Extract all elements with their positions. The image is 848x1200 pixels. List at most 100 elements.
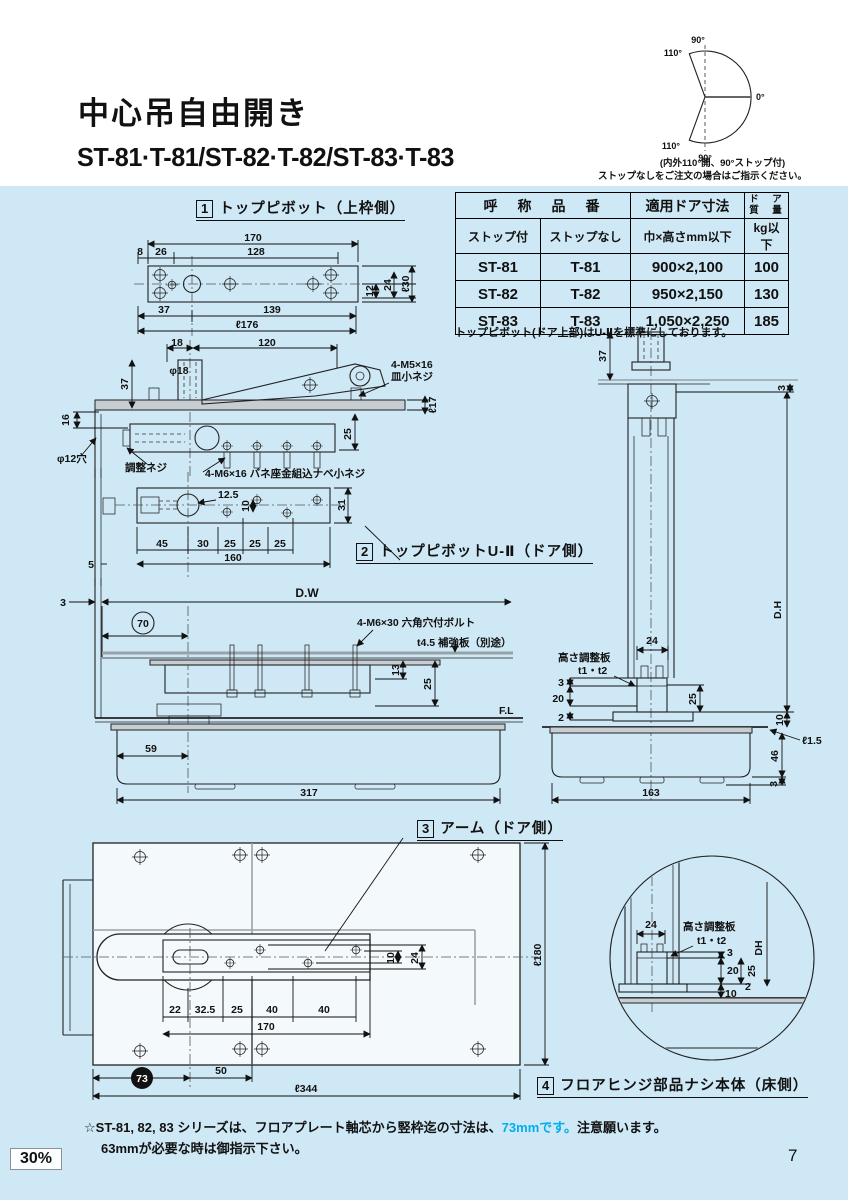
dim-label: 4-M6×30 六角穴付ボルト bbox=[357, 616, 475, 629]
arm-plan-drawing: 10 24 22 32.5 25 40 40 170 ℓ180 73 50 ℓ3… bbox=[62, 837, 549, 1100]
cell-without-stop: T-83 bbox=[540, 307, 631, 335]
dim-label: 139 bbox=[263, 304, 281, 316]
top-pivot-side-drawing: 18 120 φ18 37 16 φ12穴 4-M5×16 皿小ネジ ℓ17 2… bbox=[57, 337, 439, 480]
door-elevation-drawing: 37 3 D.H 24 高さ調整板 t1・t2 3 20 2 25 bbox=[542, 330, 822, 804]
dim-label: ℓ1.5 bbox=[802, 735, 822, 747]
dim-label: 4-M5×16 bbox=[391, 359, 433, 371]
dim-label: ℓ30 bbox=[400, 275, 412, 292]
dim-label: 25 bbox=[687, 693, 699, 705]
dim-label: 20 bbox=[727, 965, 739, 977]
page-title: 中心吊自由開き bbox=[78, 96, 309, 131]
cell-size: 900×2,100 bbox=[630, 253, 745, 281]
header-part-number: 呼 称 品 番 bbox=[455, 192, 631, 219]
dim-label: φ12穴 bbox=[57, 452, 87, 465]
section-2-text: トップピボットU-Ⅱ（ドア側） bbox=[379, 544, 594, 560]
dim-label: 30 bbox=[197, 538, 209, 550]
footnote-line1: ☆ST-81, 82, 83 シリーズは、フロアプレート軸芯から竪枠迄の寸法は、… bbox=[84, 1117, 667, 1138]
dim-label: 18 bbox=[171, 337, 183, 349]
angle-right: 0° bbox=[756, 92, 765, 102]
dim-label: 170 bbox=[257, 1021, 275, 1033]
subheader-mass: kg以下 bbox=[744, 218, 789, 254]
dim-label: 25 bbox=[224, 538, 236, 550]
dim-label: 22 bbox=[169, 1004, 181, 1016]
page-number: 7 bbox=[788, 1146, 798, 1165]
dim-label: t1・t2 bbox=[697, 935, 726, 947]
dim-label: 40 bbox=[318, 1004, 330, 1016]
dim-label: 5 bbox=[88, 559, 94, 571]
dim-label: 8 bbox=[137, 246, 143, 258]
dim-label: 24 bbox=[382, 279, 394, 291]
scale-badge: 30% bbox=[10, 1148, 63, 1170]
table-row: ST-82 T-82 950×2,150 130 bbox=[455, 280, 789, 308]
dim-label: 10 bbox=[240, 500, 252, 512]
angle-lower-left: 110° bbox=[662, 141, 681, 151]
cell-with-stop: ST-82 bbox=[455, 280, 541, 308]
subheader-without-stop: ストップなし bbox=[540, 218, 631, 254]
section-4-number: 4 bbox=[537, 1077, 555, 1095]
dim-label: 10 bbox=[774, 714, 786, 726]
dim-label: 24 bbox=[409, 952, 421, 964]
dim-label: 10 bbox=[385, 952, 397, 964]
dim-label: DH bbox=[753, 940, 765, 955]
section-2-label: 2 トップピボットU-Ⅱ（ドア側） bbox=[356, 540, 594, 564]
cell-without-stop: T-82 bbox=[540, 280, 631, 308]
dim-label: 12 bbox=[364, 285, 376, 297]
dim-label: 25 bbox=[342, 428, 354, 440]
table-row: ST-81 T-81 900×2,100 100 bbox=[455, 253, 789, 281]
dim-label: 3 bbox=[768, 781, 780, 787]
dim-label: D.W bbox=[295, 586, 319, 600]
dim-label: 120 bbox=[258, 337, 276, 349]
highlighted-dim-circle bbox=[131, 1067, 153, 1089]
dim-label: 45 bbox=[156, 538, 168, 550]
dim-label: 170 bbox=[244, 232, 262, 244]
dim-label: 37 bbox=[119, 378, 131, 390]
section-4-text: フロアヒンジ部品ナシ本体（床側） bbox=[560, 1078, 809, 1094]
dim-label: ℓ344 bbox=[295, 1083, 318, 1095]
dim-label: 高さ調整板 bbox=[558, 651, 611, 664]
model-numbers: ST-81·T-81/ST-82·T-82/ST-83·T-83 bbox=[77, 142, 454, 172]
dim-label: 3 bbox=[558, 677, 564, 689]
cell-mass: 185 bbox=[744, 307, 789, 335]
dim-label: 10 bbox=[725, 988, 737, 1000]
angle-top: 90° bbox=[691, 35, 705, 45]
dim-label: 24 bbox=[645, 919, 657, 931]
dim-label: 317 bbox=[300, 787, 318, 799]
dim-label: 2 bbox=[745, 981, 751, 993]
dim-label: 128 bbox=[247, 246, 265, 258]
angle-upper-left: 110° bbox=[664, 48, 683, 58]
cell-size: 950×2,150 bbox=[630, 280, 745, 308]
header-door-mass-line2: 質 量 bbox=[749, 204, 784, 216]
floor-line-label: F.L bbox=[499, 705, 514, 717]
dim-label: 2 bbox=[558, 712, 564, 724]
dim-label: ℓ17 bbox=[427, 396, 439, 413]
spec-table: 呼 称 品 番 適用ドア寸法 ド ア 質 量 ストップ付 ストップなし 巾×高さ… bbox=[455, 192, 789, 335]
dim-label: 13 bbox=[390, 664, 402, 676]
cell-mass: 100 bbox=[744, 253, 789, 281]
dim-label: 25 bbox=[249, 538, 261, 550]
header-door-mass: ド ア 質 量 bbox=[744, 192, 789, 219]
table-row: ST-83 T-83 1,050×2,250 185 bbox=[455, 307, 789, 335]
dim-label: 3 bbox=[727, 947, 733, 959]
cell-with-stop: ST-81 bbox=[455, 253, 541, 281]
dim-label: 4-M6×16 バネ座金組込ナベ小ネジ bbox=[205, 467, 366, 480]
dim-label: 24 bbox=[646, 635, 658, 647]
angle-caption-1: (内外110°開、90°ストップ付) bbox=[659, 158, 786, 169]
angle-caption-2: ストップなしをご注文の場合はご指示ください。 bbox=[597, 171, 807, 182]
floor-hinge-section-drawing: 3 D.W 70 4-M6×30 六角穴付ボルト t4.5 補強板（別途） 13… bbox=[60, 578, 523, 804]
opening-angle-diagram: 90° 110° 0° 110° 90° bbox=[662, 35, 765, 163]
dim-label: 40 bbox=[266, 1004, 278, 1016]
top-pivot-plan-drawing: 170 8 26 128 12 24 ℓ30 37 139 ℓ176 bbox=[134, 232, 416, 336]
dim-label: ℓ180 bbox=[532, 944, 544, 967]
dim-label: φ18 bbox=[169, 365, 188, 377]
footnote-line1-highlight: 73mmです。 bbox=[501, 1120, 577, 1135]
dim-label: 皿小ネジ bbox=[391, 370, 433, 383]
section-2-number: 2 bbox=[356, 543, 374, 561]
dim-label: 調整ネジ bbox=[125, 461, 167, 474]
section-3-text: アーム（ドア側） bbox=[440, 821, 563, 837]
dim-label: 26 bbox=[155, 246, 167, 258]
u2-pivot-plan-drawing: 12.5 10 31 45 30 25 25 25 160 5 bbox=[88, 468, 401, 586]
dim-label: 25 bbox=[746, 965, 758, 977]
dim-label: ℓ176 bbox=[236, 319, 259, 331]
